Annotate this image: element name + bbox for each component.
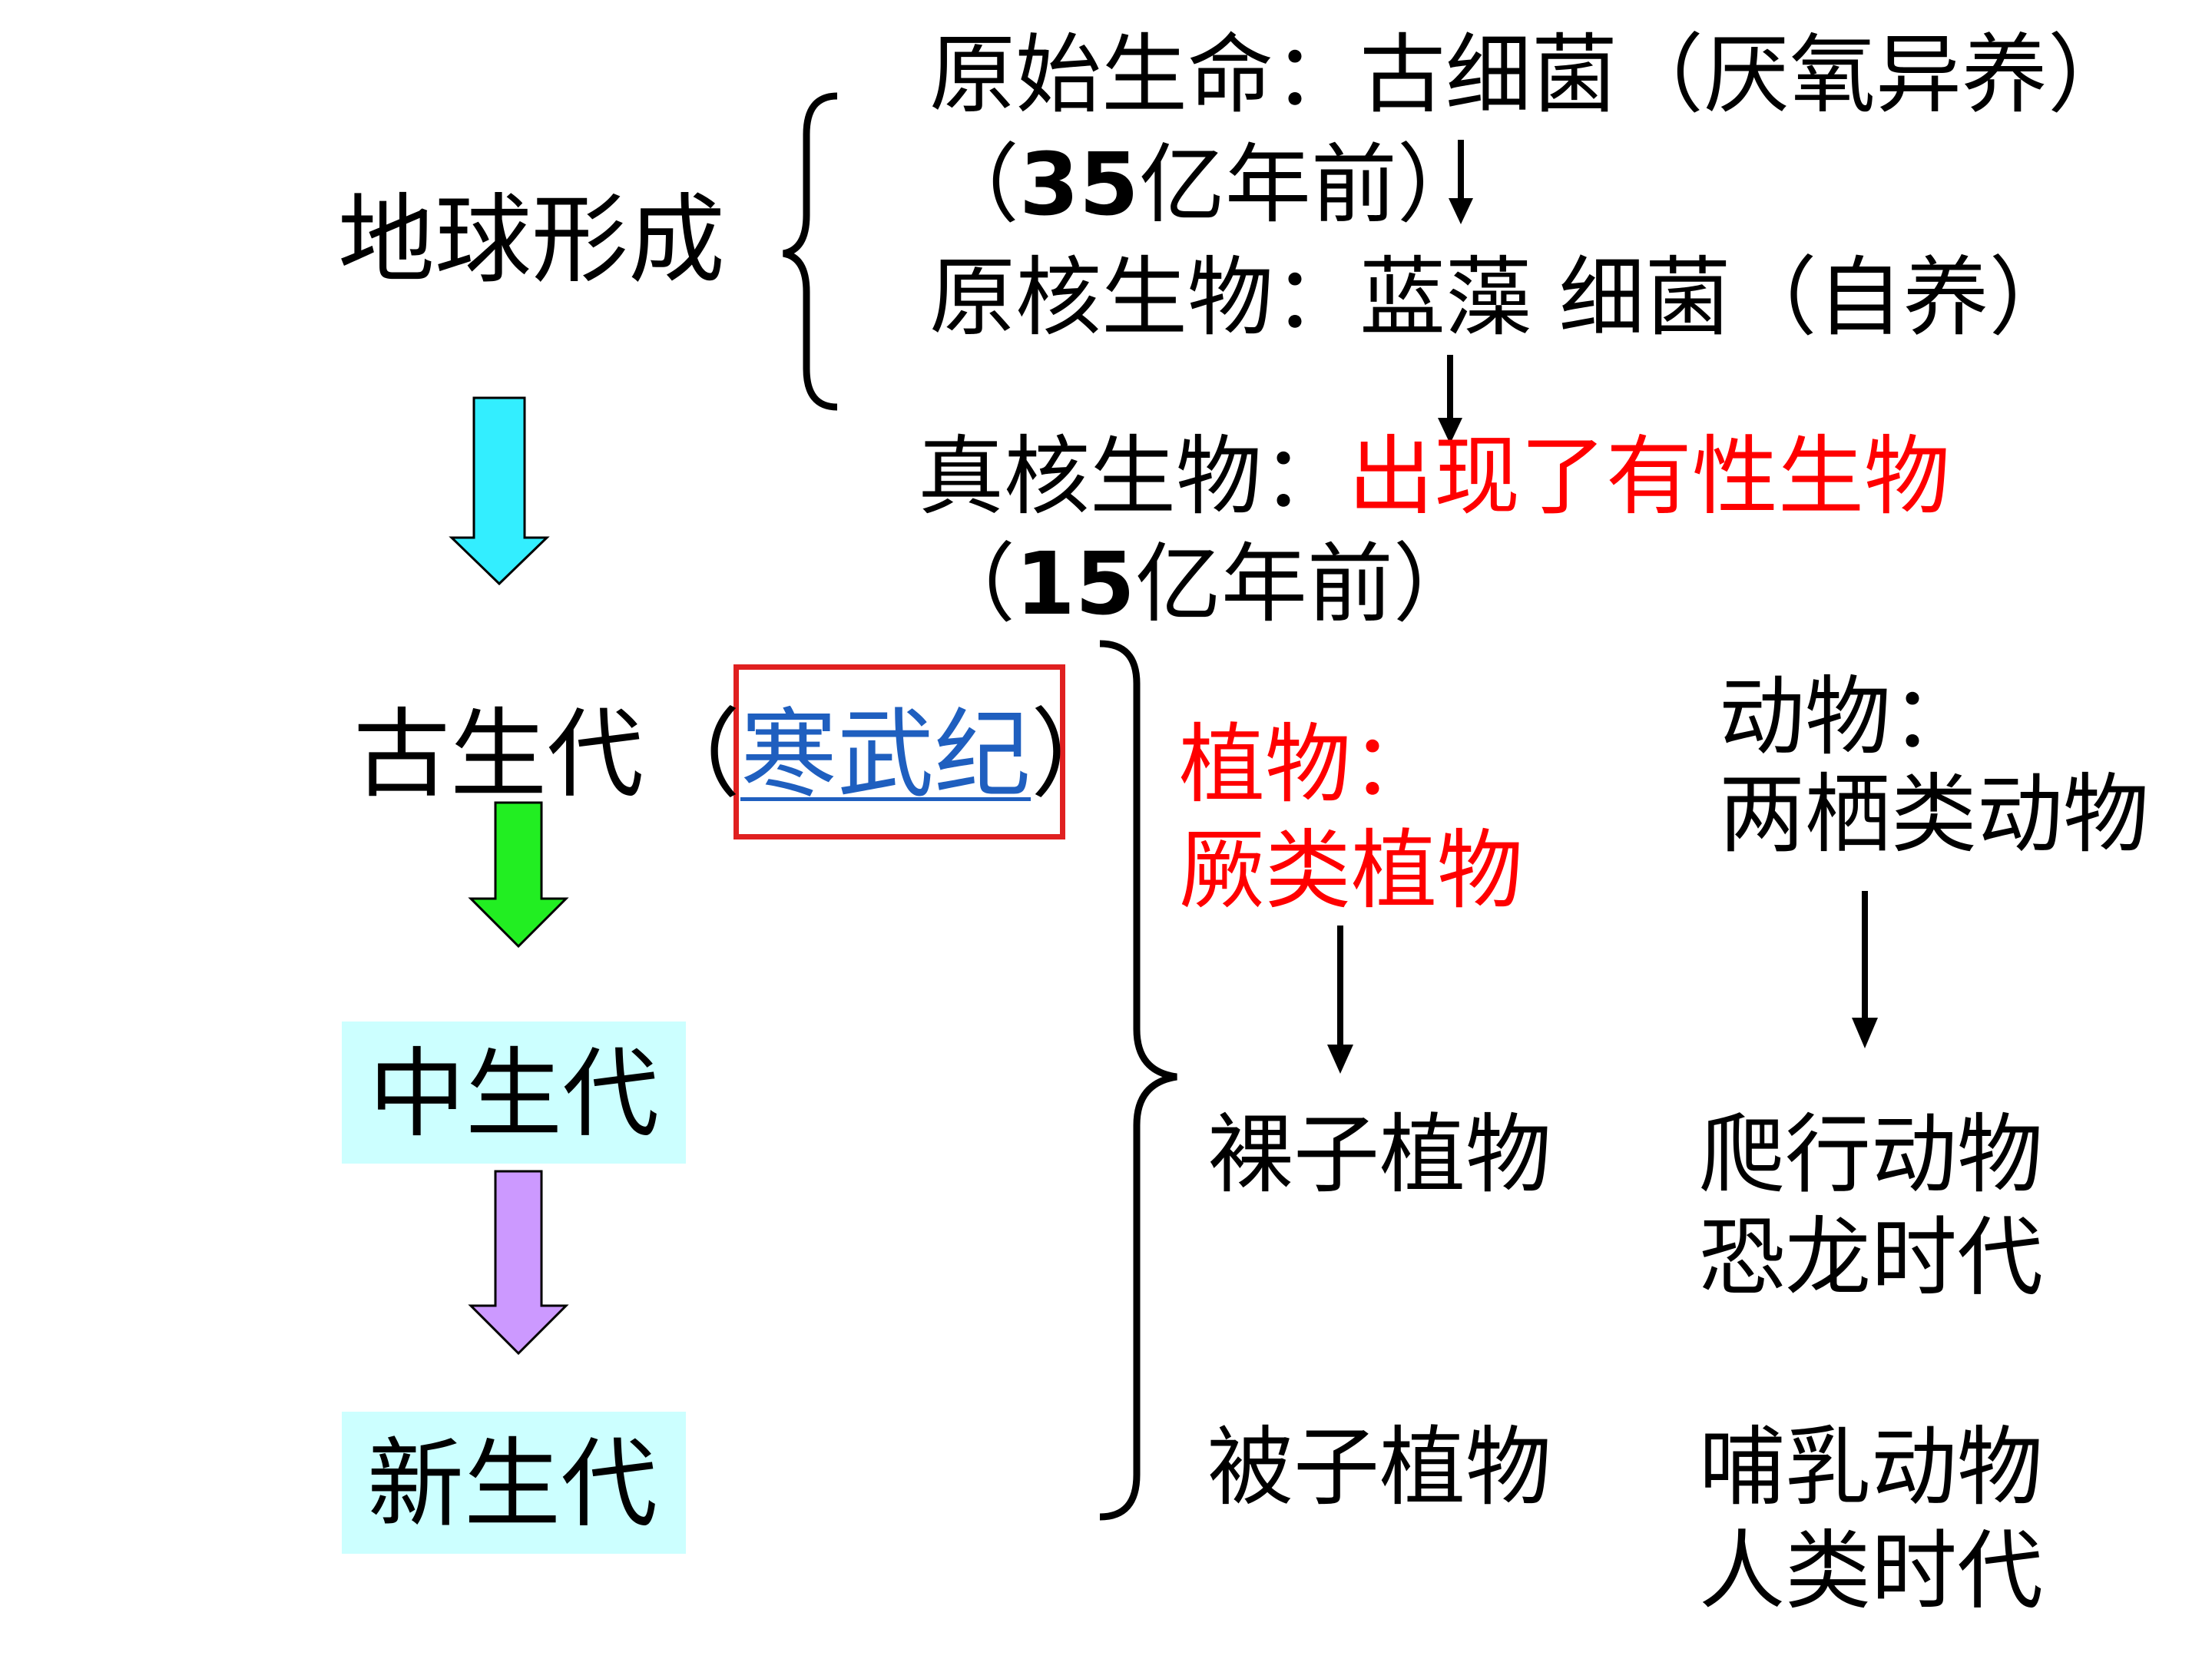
- paleozoic-suffix: ）: [1031, 698, 1128, 811]
- animals-paleozoic: 两栖类动物: [1719, 765, 2149, 865]
- animals-cenozoic-line1: 哺乳动物: [1699, 1418, 2043, 1518]
- mesozoic-background: [342, 1022, 686, 1164]
- paleozoic-prefix: 古生代（: [353, 698, 740, 811]
- paleozoic-label: 古生代（寒武纪）: [353, 707, 1128, 803]
- animals-cenozoic-line2: 人类时代: [1699, 1522, 2043, 1621]
- animals-mesozoic-line2: 恐龙时代: [1699, 1208, 2043, 1308]
- eukaryote-text: 真核生物：出现了有性生物: [918, 434, 1950, 520]
- arrow-plants-down: [1327, 926, 1353, 1074]
- arrow-primitive-to-prokaryote: [1449, 140, 1473, 224]
- cambrian-highlight-box: [733, 664, 1065, 839]
- time-15-text: （15亿年前）: [929, 541, 1479, 628]
- eukaryote-prefix: 真核生物：: [918, 427, 1348, 527]
- animals-mesozoic-line1: 爬行动物: [1699, 1105, 2043, 1205]
- time-35-text: （35亿年前）: [933, 142, 1483, 228]
- top-brace: [782, 92, 838, 411]
- arrow-animals-down: [1852, 891, 1878, 1048]
- arrow-prokaryote-to-eukaryote: [1438, 355, 1462, 444]
- time-15-value: （15亿年前）: [929, 535, 1479, 634]
- block-arrow-mesozoic-to-cenozoic: [468, 1170, 569, 1356]
- eukaryote-highlight: 出现了有性生物: [1348, 427, 1950, 527]
- main-brace: [1099, 640, 1177, 1521]
- block-arrow-earth-to-paleozoic: [449, 396, 550, 586]
- cambrian-link[interactable]: 寒武纪: [740, 698, 1031, 811]
- mesozoic-label: 中生代: [369, 1038, 659, 1151]
- plants-mesozoic: 裸子植物: [1207, 1105, 1551, 1205]
- cenozoic-label: 新生代: [367, 1428, 657, 1541]
- time-35-value: （35亿年前）: [933, 135, 1483, 235]
- primitive-life-text: 原始生命：古细菌（厌氧异养）: [929, 25, 2134, 125]
- plants-heading: 植物：: [1179, 715, 1437, 815]
- prokaryote-text: 原核生物：蓝藻 细菌（自养）: [929, 248, 2075, 348]
- animals-heading: 动物：: [1719, 667, 1977, 767]
- plants-paleozoic: 厥类植物: [1179, 821, 1523, 921]
- plants-cenozoic: 被子植物: [1207, 1418, 1551, 1518]
- earth-formation-label: 地球形成: [338, 184, 725, 296]
- cenozoic-background: [342, 1412, 686, 1554]
- block-arrow-paleozoic-to-mesozoic: [468, 801, 569, 949]
